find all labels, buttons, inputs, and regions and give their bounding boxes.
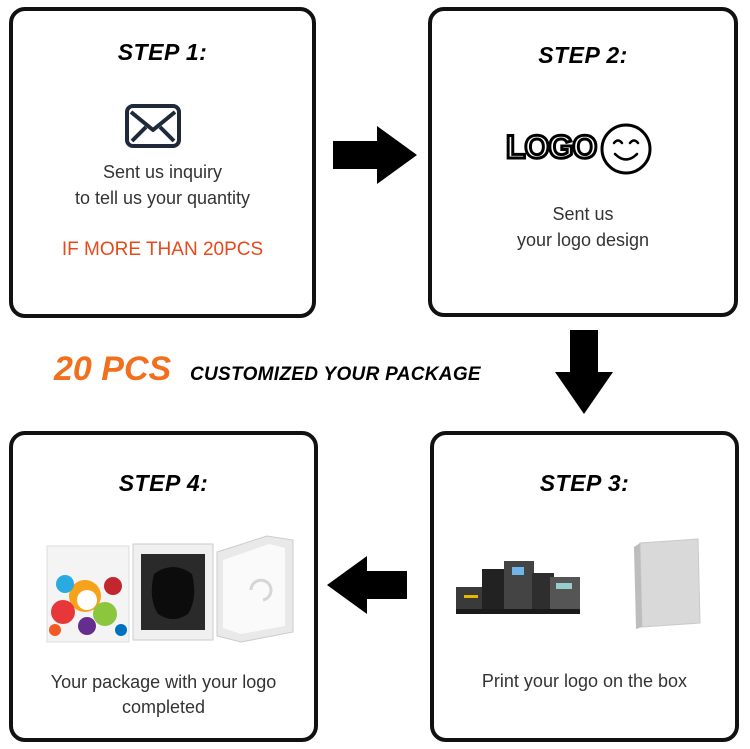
arrow-left-icon — [327, 556, 407, 614]
step-4-line-2: completed — [121, 697, 206, 717]
step-1-line-2: to tell us your quantity — [74, 188, 251, 208]
step-3-card: STEP 3: Print your logo on the box — [430, 431, 739, 742]
step-1-line-1: Sent us inquiry — [102, 162, 223, 182]
arrow-down-icon — [555, 330, 613, 414]
smiley-icon — [600, 123, 652, 175]
banner-quantity: 20 PCS — [54, 350, 172, 388]
logo-wordmark: LOGO — [504, 128, 598, 167]
step-2-card: STEP 2: LOGO Sent us your logo design — [428, 7, 738, 317]
step-1-note: IF MORE THAN 20PCS — [61, 239, 264, 260]
step-1-title: STEP 1: — [117, 39, 208, 65]
step-4-line-1: Your package with your logo — [50, 672, 277, 692]
package-boxes-image — [46, 535, 294, 643]
step-2-line-2: your logo design — [516, 230, 650, 250]
step-1-card: STEP 1: Sent us inquiry to tell us your … — [9, 7, 316, 318]
step-3-line-1: Print your logo on the box — [481, 671, 688, 691]
step-2-line-1: Sent us — [552, 204, 614, 224]
printing-press-image — [456, 561, 580, 614]
blank-box-image — [634, 538, 701, 629]
step-4-card: STEP 4: Your package with your logo comp… — [9, 431, 318, 742]
step-2-title: STEP 2: — [538, 42, 628, 68]
step-3-title: STEP 3: — [539, 470, 630, 496]
banner-text: CUSTOMIZED YOUR PACKAGE — [190, 364, 481, 385]
step-4-title: STEP 4: — [118, 470, 209, 496]
envelope-icon — [125, 104, 181, 148]
arrow-right-icon — [333, 126, 417, 184]
